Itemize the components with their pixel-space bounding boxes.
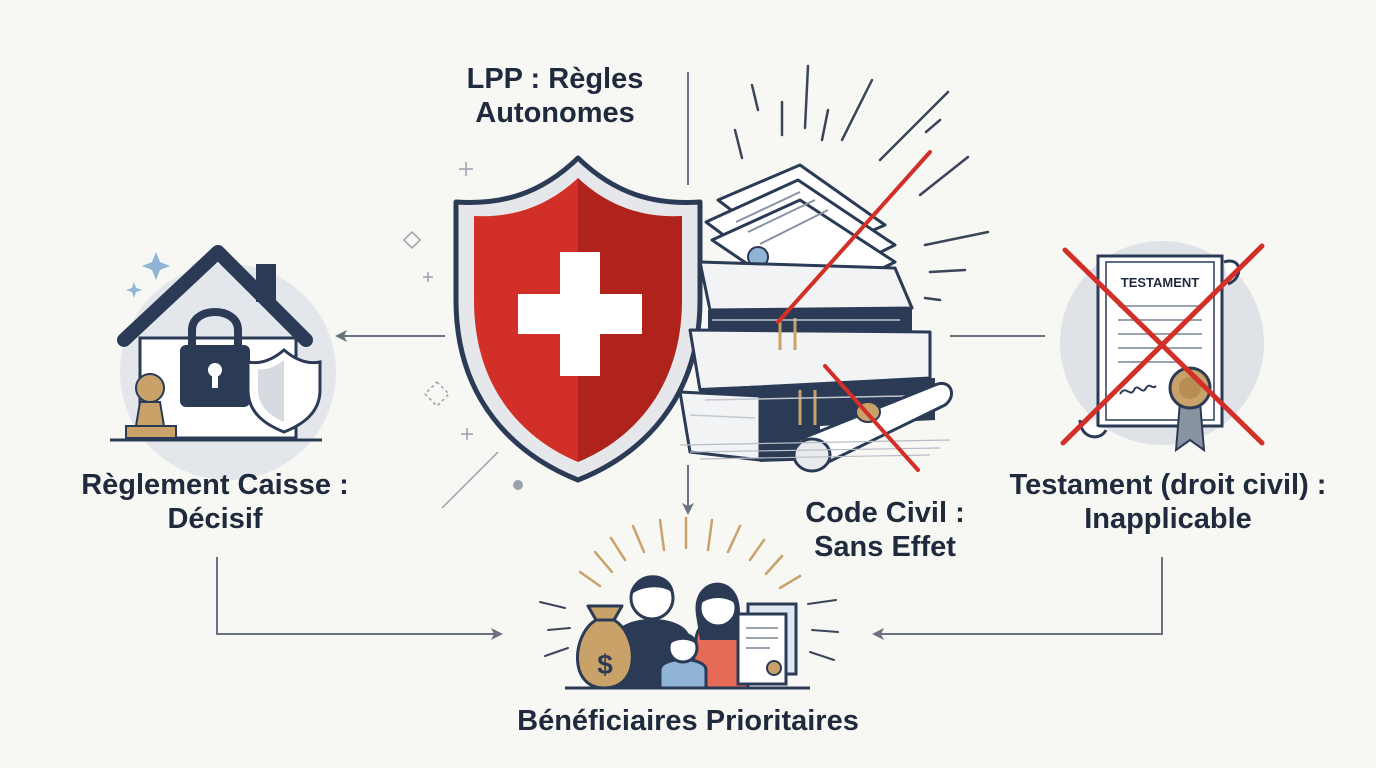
shield-icon [453,155,703,483]
testament-doc-title: TESTAMENT [1121,275,1200,290]
arrow-left-to-beneficiaires [216,557,503,640]
sparkle-icon [423,272,433,282]
decorations [402,162,523,509]
cross-out-code-civil [776,150,932,472]
label-lpp-line2: Autonomes [475,97,635,129]
swiss-cross-icon [518,252,642,376]
burst-rays [733,64,990,302]
label-reglement-line1: Règlement Caisse : [81,469,349,501]
label-code-civil-line2: Sans Effet [814,531,956,563]
label-code-civil-line1: Code Civil : [805,497,965,529]
label-reglement-line2: Décisif [167,503,263,535]
books-icon [678,163,935,462]
ray-icon [441,451,499,509]
sparkle-icon [142,252,170,280]
dollar-sign: $ [597,649,613,680]
diamond-icon [423,380,451,408]
dot-icon [513,480,523,490]
arrow-right-to-beneficiaires [872,557,1163,640]
label-beneficiaires-line1: Bénéficiaires Prioritaires [517,705,859,737]
label-reglement: Règlement Caisse : Décisif [60,468,370,536]
family-icon [614,575,750,690]
money-bag-icon: $ [576,604,634,690]
seal-icon [1168,366,1212,453]
label-testament: Testament (droit civil) : Inapplicable [990,468,1346,536]
beneficiaries-sparks [539,599,839,661]
label-lpp-line1: LPP : Règles [466,63,644,95]
sparkle-icon [459,162,473,176]
connectors [216,72,1163,640]
label-code-civil: Code Civil : Sans Effet [780,496,990,564]
label-lpp: LPP : Règles Autonomes [440,62,670,130]
cross-out-testament [1060,243,1265,446]
scroll-icon [679,381,953,473]
certificate-icon [736,602,798,686]
sparkle-icon [461,428,473,440]
label-testament-line2: Inapplicable [1084,503,1252,535]
sparkle-icon [126,282,142,298]
label-beneficiaires: Bénéficiaires Prioritaires [470,704,906,738]
label-testament-line1: Testament (droit civil) : [1009,469,1327,501]
diamond-icon [402,230,422,250]
house-lock-icon [110,245,336,480]
beneficiaries-rays [578,516,802,590]
